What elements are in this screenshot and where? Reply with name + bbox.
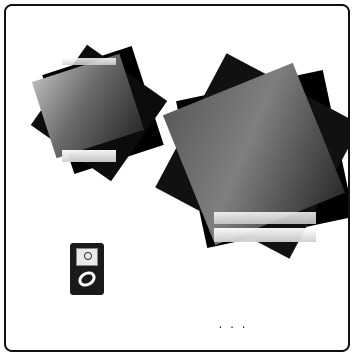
tape-bottom bbox=[214, 228, 316, 242]
music-player-icon[interactable] bbox=[70, 243, 104, 295]
photo-canvas bbox=[6, 6, 350, 352]
player-screen bbox=[76, 248, 98, 266]
tape-top bbox=[214, 212, 316, 224]
large-photo-stack[interactable] bbox=[155, 53, 350, 259]
viewer-frame: . . . bbox=[4, 4, 350, 352]
click-wheel bbox=[76, 268, 99, 289]
tape-top bbox=[62, 58, 116, 65]
small-photo-stack[interactable] bbox=[31, 45, 167, 181]
ellipsis-indicator: . . . bbox=[213, 317, 253, 331]
tape-bottom bbox=[62, 150, 116, 162]
